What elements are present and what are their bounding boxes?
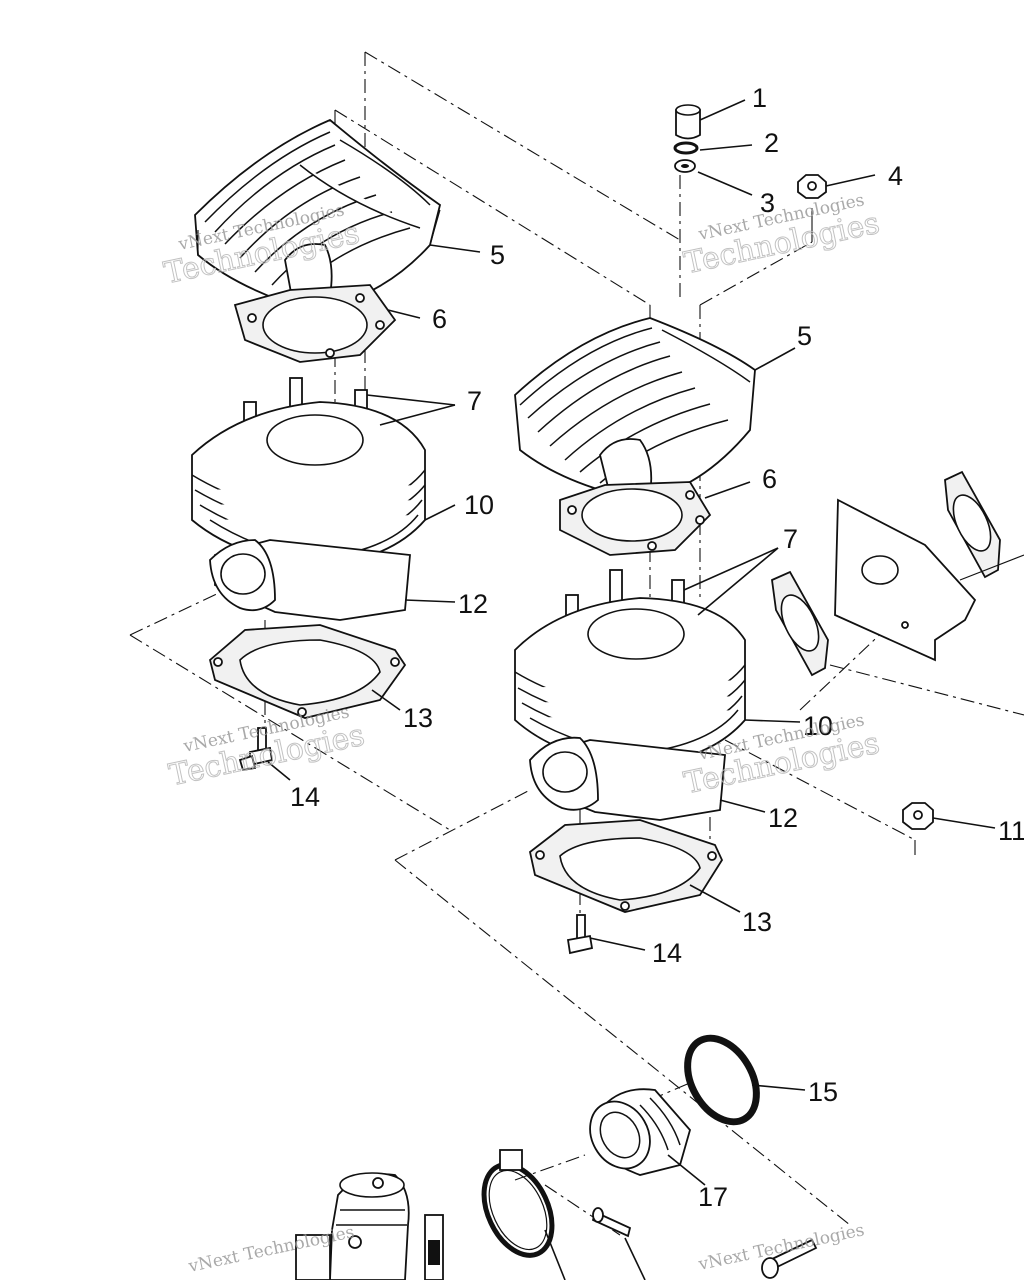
callout-10-right: 10 (803, 711, 833, 741)
callout-6-right: 6 (762, 464, 777, 494)
right-head-gasket (559, 481, 712, 556)
intake-boot-17 (589, 1088, 691, 1176)
flange-nut-11 (902, 802, 934, 830)
watermark-2: vNext Technologies Technologies (681, 190, 883, 282)
bottom-bolt (761, 1238, 818, 1279)
right-cylinder (514, 569, 746, 821)
screw (591, 1207, 632, 1238)
left-fitting (238, 727, 274, 772)
callout-5-left: 5 (490, 240, 505, 270)
left-head-gasket (233, 284, 397, 363)
callout-5-right: 5 (797, 321, 812, 351)
callout-2: 2 (764, 128, 779, 158)
svg-text:vNext Technologies: vNext Technologies (696, 1220, 866, 1275)
left-cylinder-head (194, 118, 442, 311)
exhaust-gaskets (771, 470, 1001, 677)
callout-11: 11 (998, 816, 1024, 846)
callout-labels: 1 2 3 4 5 5 6 6 7 7 10 10 11 12 12 13 13… (290, 83, 1024, 1212)
callout-1: 1 (752, 83, 767, 113)
callout-13-right: 13 (742, 907, 772, 937)
callout-14-right: 14 (652, 938, 682, 968)
callout-15: 15 (808, 1077, 838, 1107)
right-cylinder-head (514, 317, 756, 501)
top-nut-stack (673, 104, 701, 173)
callout-13-left: 13 (403, 703, 433, 733)
callout-3: 3 (760, 188, 775, 218)
right-fitting (566, 914, 594, 955)
left-cylinder (191, 377, 426, 621)
leader-lines (267, 99, 996, 1280)
callout-10-left: 10 (464, 490, 494, 520)
callout-12-right: 12 (768, 803, 798, 833)
o-ring-15 (684, 1034, 760, 1126)
right-base-gasket (528, 819, 724, 913)
watermarks: vNext Technologies Technologies vNext Te… (161, 190, 883, 1277)
callout-7-right: 7 (783, 524, 798, 554)
watermark-6: vNext Technologies (696, 1220, 866, 1275)
callout-7-left: 7 (467, 386, 482, 416)
callout-4: 4 (888, 161, 903, 191)
callout-6-left: 6 (432, 304, 447, 334)
left-base-gasket (208, 624, 407, 719)
exhaust-manifold-bracket (834, 498, 1024, 662)
callout-14-left: 14 (290, 782, 320, 812)
carburetor (295, 1172, 444, 1280)
callout-17: 17 (698, 1182, 728, 1212)
flange-nut-4 (797, 174, 827, 199)
hose-clamp (481, 1149, 555, 1258)
callout-12-left: 12 (458, 589, 488, 619)
